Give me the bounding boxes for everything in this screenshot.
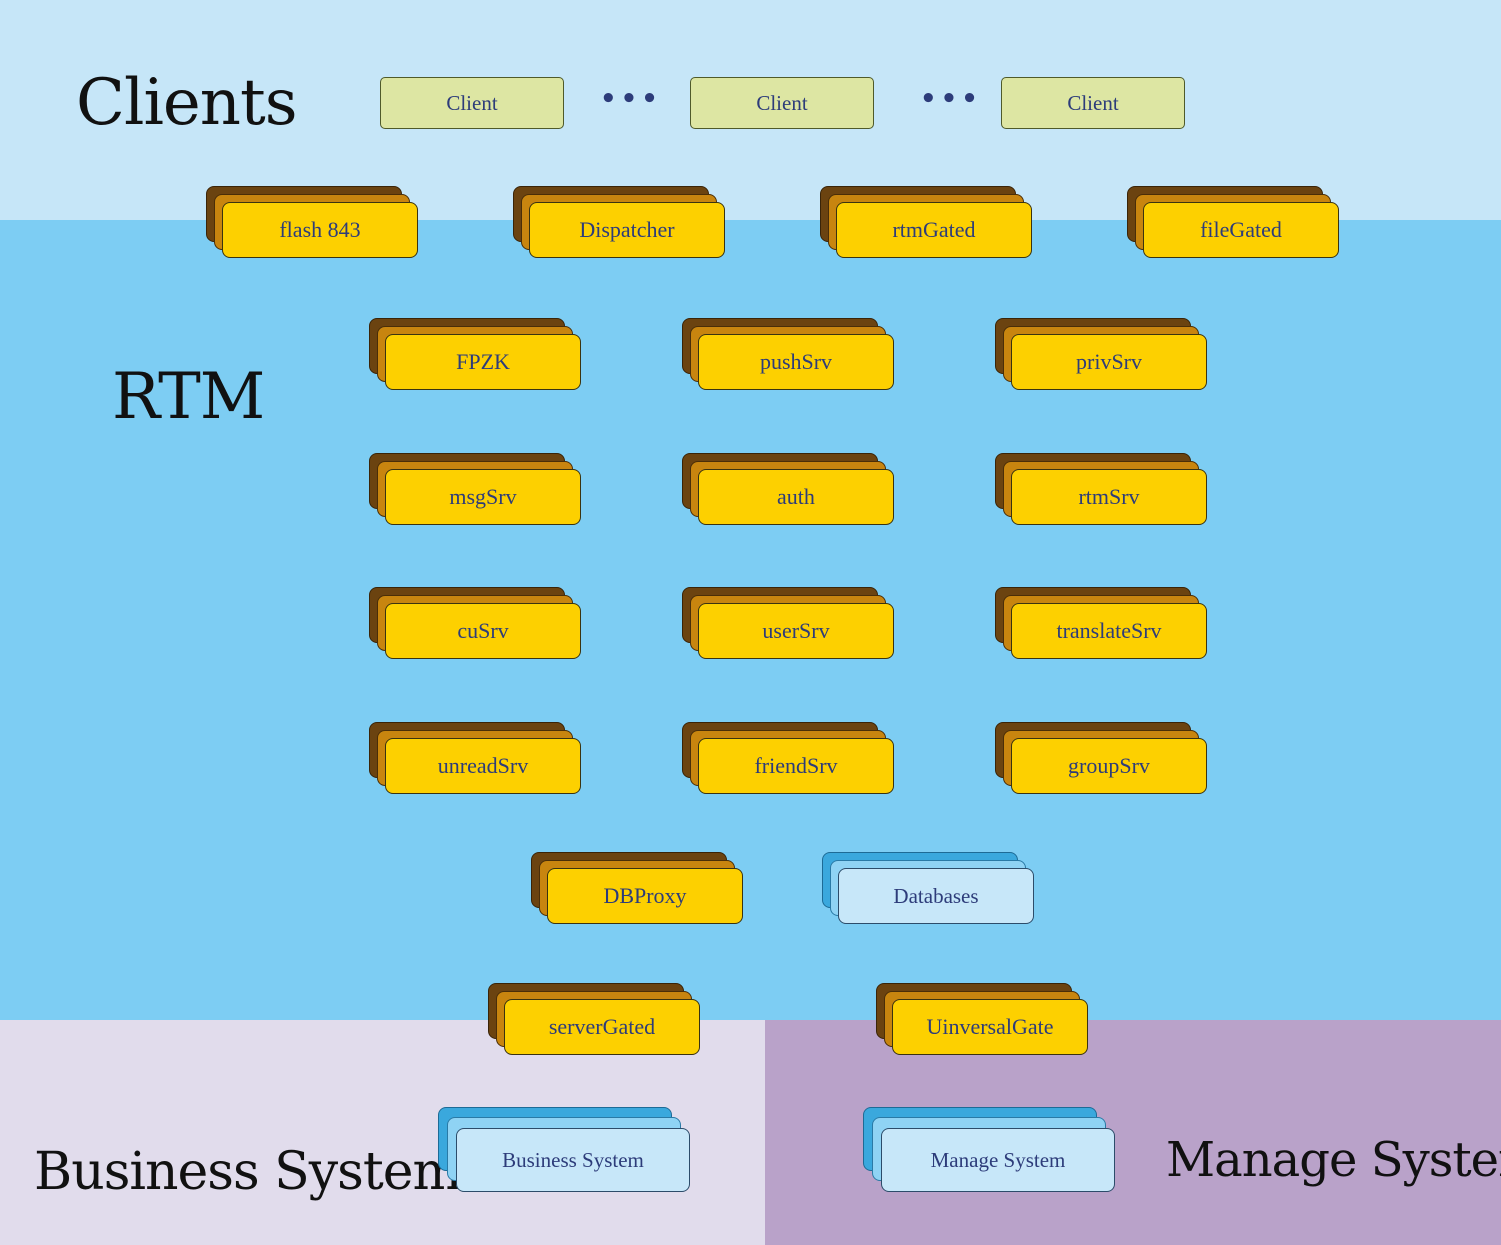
node-label: DBProxy (547, 868, 743, 924)
service-unreadsrv: unreadSrv (369, 722, 581, 796)
node-label: Manage System (881, 1128, 1115, 1192)
node-label: userSrv (698, 603, 894, 659)
ellipsis: ••• (920, 84, 982, 114)
manage-system-node: Manage System (863, 1107, 1119, 1197)
node-label: unreadSrv (385, 738, 581, 794)
dbproxy-node: DBProxy (531, 852, 743, 926)
gateway-flash-843: flash 843 (206, 186, 418, 260)
node-label: Databases (838, 868, 1034, 924)
service-privsrv: privSrv (995, 318, 1207, 392)
service-cusrv: cuSrv (369, 587, 581, 661)
gateway-dispatcher: Dispatcher (513, 186, 725, 260)
node-label: UinversalGate (892, 999, 1088, 1055)
rtm-title: RTM (112, 360, 265, 434)
node-label: Business System (456, 1128, 690, 1192)
node-label: msgSrv (385, 469, 581, 525)
service-friendsrv: friendSrv (682, 722, 894, 796)
node-label: rtmGated (836, 202, 1032, 258)
service-fpzk: FPZK (369, 318, 581, 392)
node-label: rtmSrv (1011, 469, 1207, 525)
node-label: friendSrv (698, 738, 894, 794)
node-label: translateSrv (1011, 603, 1207, 659)
client-node: Client (380, 77, 564, 129)
business-system-title: Business System (34, 1142, 462, 1202)
universalgate-node: UinversalGate (876, 983, 1088, 1057)
service-translatesrv: translateSrv (995, 587, 1207, 661)
node-label: serverGated (504, 999, 700, 1055)
node-label: FPZK (385, 334, 581, 390)
node-label: groupSrv (1011, 738, 1207, 794)
databases-node: Databases (822, 852, 1034, 926)
node-label: fileGated (1143, 202, 1339, 258)
service-groupsrv: groupSrv (995, 722, 1207, 796)
gateway-filegated: fileGated (1127, 186, 1339, 260)
service-pushsrv: pushSrv (682, 318, 894, 392)
business-system-node: Business System (438, 1107, 694, 1197)
servergated-node: serverGated (488, 983, 700, 1057)
node-label: flash 843 (222, 202, 418, 258)
clients-title: Clients (76, 66, 298, 140)
service-rtmsrv: rtmSrv (995, 453, 1207, 527)
manage-system-title: Manage System (1166, 1132, 1501, 1188)
gateway-rtmgated: rtmGated (820, 186, 1032, 260)
service-usersrv: userSrv (682, 587, 894, 661)
node-label: privSrv (1011, 334, 1207, 390)
ellipsis: ••• (600, 84, 662, 114)
node-label: cuSrv (385, 603, 581, 659)
client-node: Client (690, 77, 874, 129)
node-label: Dispatcher (529, 202, 725, 258)
service-msgsrv: msgSrv (369, 453, 581, 527)
service-auth: auth (682, 453, 894, 527)
node-label: pushSrv (698, 334, 894, 390)
client-node: Client (1001, 77, 1185, 129)
node-label: auth (698, 469, 894, 525)
